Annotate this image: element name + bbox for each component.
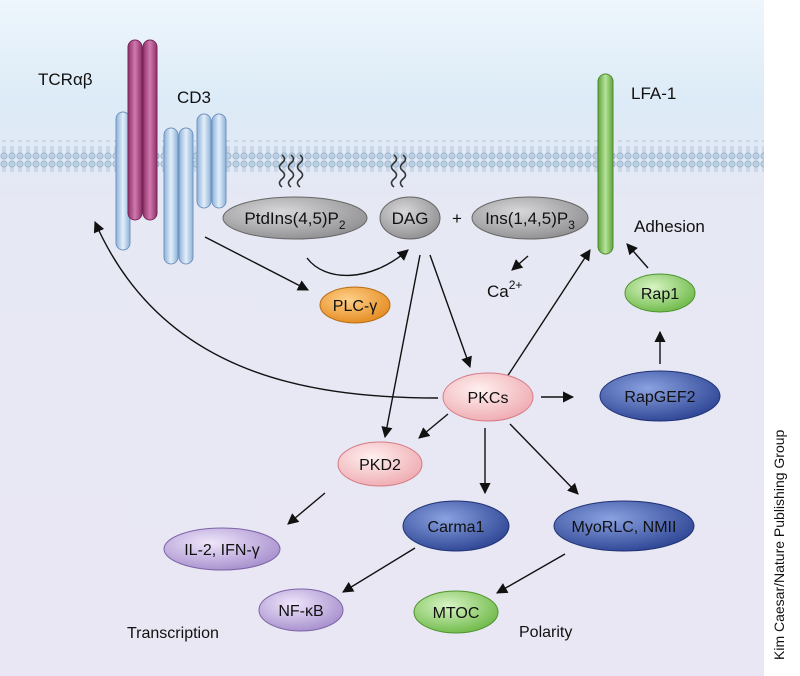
label-polarity: Polarity [519,624,572,641]
node-dag: DAG [379,196,441,240]
svg-text:IL-2, IFN-γ: IL-2, IFN-γ [184,542,260,559]
node-myorlc: MyoRLC, NMII [553,500,695,552]
svg-text:PtdIns(4,5)P2: PtdIns(4,5)P2 [244,209,346,232]
svg-text:PLC-γ: PLC-γ [333,298,377,315]
node-ptdins: PtdIns(4,5)P2 [222,196,368,240]
node-mtoc: MTOC [413,590,499,634]
arrow-pkcs-to-tcr [93,220,439,399]
label-adhesion: Adhesion [634,217,705,236]
arrow-pkcs-to-myorlc [509,423,579,495]
label-lfa1: LFA-1 [631,84,676,103]
lfa1-receptor [597,73,614,255]
plus-sign: + [452,209,462,228]
credit-text: Kim Caesar/Nature Publishing Group [771,429,787,660]
arrow-myorlc-to-mtoc [496,553,566,594]
lipid-tail-icons [278,154,407,188]
tcr-receptor [115,39,158,251]
arrow-ins-to-ca [511,255,529,271]
arrow-pkcs-to-pkd2 [418,413,449,439]
credit-strip [764,0,800,676]
svg-text:DAG: DAG [392,209,429,228]
plasma-membrane [0,140,764,172]
svg-text:PKCs: PKCs [468,390,509,407]
label-cd3: CD3 [177,88,211,107]
svg-text:Carma1: Carma1 [428,519,485,536]
svg-text:MyoRLC, NMII: MyoRLC, NMII [572,519,677,536]
arrow-dag-to-pkcs [429,254,472,369]
cd3-complex [163,113,227,265]
cell-background [0,0,764,676]
node-carma1: Carma1 [402,500,510,552]
svg-text:Rap1: Rap1 [641,286,679,303]
node-pkd2: PKD2 [337,441,423,487]
node-nfkb: NF-κB [258,588,344,632]
label-calcium: Ca2+ [487,278,522,301]
node-pkcs: PKCs [442,372,534,422]
node-ins: Ins(1,4,5)P3 [471,196,589,240]
arrow-pkcs-to-lfa1 [502,249,591,384]
arrow-ptdins-to-dag [306,249,409,277]
arrow-rap1-to-lfa1 [626,243,649,269]
node-rap1: Rap1 [624,273,696,313]
arrow-carma1-to-nfkb [342,547,416,593]
svg-text:MTOC: MTOC [433,605,480,622]
svg-text:RapGEF2: RapGEF2 [624,389,695,406]
node-rapgef2: RapGEF2 [599,370,721,422]
node-plc-gamma: PLC-γ [319,286,391,324]
node-il2-ifng: IL-2, IFN-γ [163,527,281,571]
svg-text:Ins(1,4,5)P3: Ins(1,4,5)P3 [485,209,575,232]
arrow-dag-to-pkd2 [381,254,421,439]
pathway-arrows [93,220,666,594]
svg-text:PKD2: PKD2 [359,457,401,474]
svg-text:NF-κB: NF-κB [278,603,323,620]
arrow-pkd2-to-il2 [287,492,326,525]
arrow-tcr-to-plc [204,236,309,291]
label-transcription: Transcription [127,625,219,642]
label-tcr: TCRαβ [38,70,93,89]
